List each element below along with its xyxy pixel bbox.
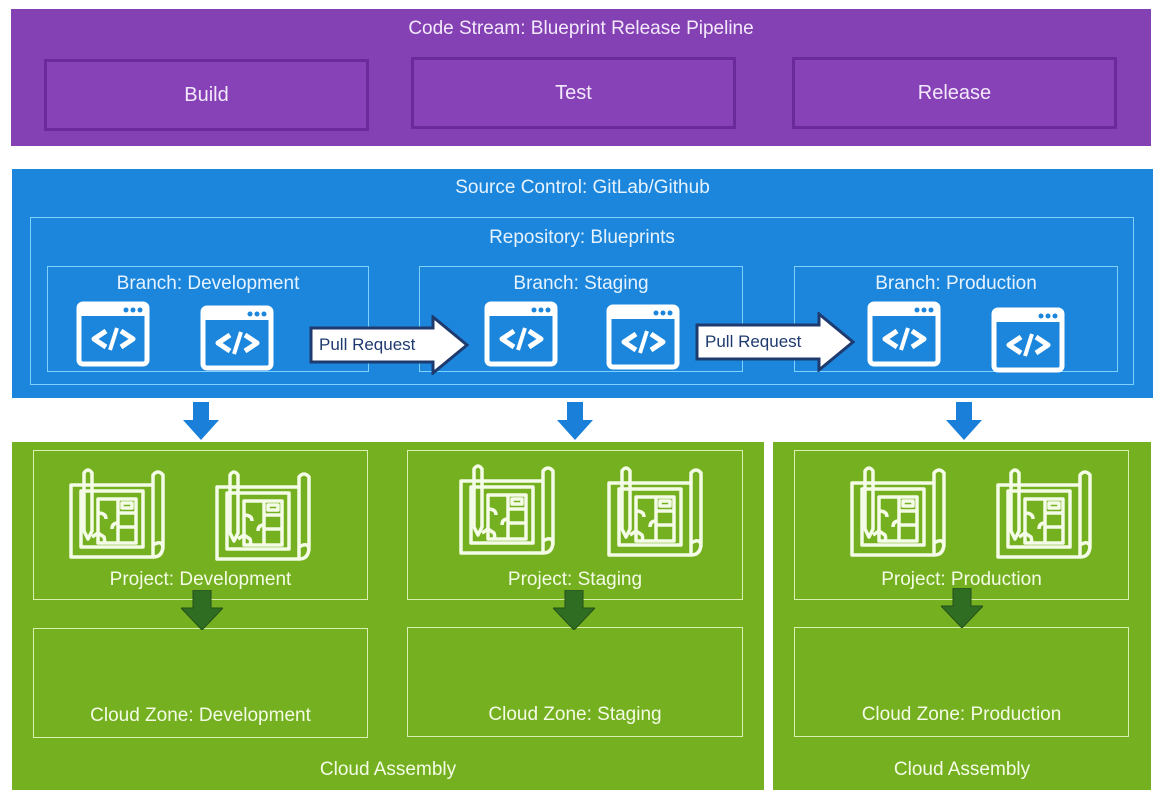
project-label: Project: Production: [881, 569, 1042, 590]
arrow-down-icon: [183, 402, 219, 440]
blueprint-icon: [212, 469, 316, 563]
cloud-zone-development[interactable]: Cloud Zone: Development: [33, 628, 368, 738]
pull-request-arrow[interactable]: Pull Request: [695, 312, 857, 372]
branch-label: Branch: Development: [116, 273, 300, 294]
repository-panel: Repository: Blueprints Branch: Developme…: [30, 217, 1134, 385]
stage-build-label: Build: [184, 83, 229, 106]
blueprint-icon: [993, 467, 1097, 561]
code-window-icon: [76, 301, 150, 367]
project-label: Project: Development: [109, 569, 292, 590]
branch-label: Branch: Staging: [513, 273, 649, 294]
cloud-zone-label: Cloud Zone: Development: [90, 705, 311, 726]
pull-request-label: Pull Request: [705, 332, 802, 351]
project-development[interactable]: Project: Development: [33, 450, 368, 600]
branch-production: Branch: Production: [794, 266, 1118, 372]
cloud-zone-staging[interactable]: Cloud Zone: Staging: [407, 627, 743, 737]
code-window-icon: [606, 304, 680, 370]
cloud-assembly-title: Cloud Assembly: [893, 759, 1031, 780]
repository-title: Repository: Blueprints: [489, 227, 675, 248]
branch-development: Branch: Development: [47, 266, 369, 372]
project-production[interactable]: Project: Production: [794, 450, 1129, 600]
arrow-down-icon: [941, 588, 983, 628]
code-window-icon: [991, 307, 1065, 373]
blueprint-icon: [604, 465, 708, 559]
stage-test[interactable]: Test: [411, 57, 736, 129]
pull-request-arrow[interactable]: Pull Request: [309, 315, 471, 375]
arrow-down-icon: [946, 402, 982, 440]
cloud-assembly-title: Cloud Assembly: [319, 759, 457, 780]
code-window-icon: [867, 301, 941, 367]
blueprint-icon: [847, 465, 951, 559]
stage-test-label: Test: [555, 81, 592, 104]
arrow-down-icon: [181, 590, 223, 630]
cloud-assembly-panel: Project: Production Cloud Zone: Producti…: [773, 442, 1151, 790]
stage-build[interactable]: Build: [44, 59, 369, 131]
code-stream-title: Code Stream: Blueprint Release Pipeline: [408, 18, 754, 39]
source-control-panel: Source Control: GitLab/Github Repository…: [12, 169, 1153, 398]
code-window-icon: [484, 301, 558, 367]
stage-release[interactable]: Release: [792, 57, 1117, 129]
blueprint-icon: [456, 463, 560, 557]
arrow-right-icon: [309, 315, 470, 375]
branch-label: Branch: Production: [875, 273, 1037, 294]
cloud-zone-label: Cloud Zone: Staging: [488, 704, 662, 725]
cloud-zone-production[interactable]: Cloud Zone: Production: [794, 627, 1129, 737]
arrow-right-icon: [695, 312, 856, 372]
arrow-down-icon: [553, 590, 595, 630]
project-label: Project: Staging: [507, 569, 643, 590]
code-window-icon: [200, 305, 274, 371]
cloud-assembly-panel: Project: Development Cloud Zone: Develop…: [12, 442, 764, 790]
pull-request-label: Pull Request: [319, 335, 416, 354]
arrow-down-icon: [557, 402, 593, 440]
code-stream-panel: Code Stream: Blueprint Release Pipeline …: [11, 9, 1151, 146]
source-control-title: Source Control: GitLab/Github: [455, 177, 710, 198]
cloud-zone-label: Cloud Zone: Production: [861, 704, 1062, 725]
blueprint-icon: [66, 467, 170, 561]
branch-staging: Branch: Staging: [419, 266, 743, 372]
project-staging[interactable]: Project: Staging: [407, 450, 743, 600]
stage-release-label: Release: [917, 81, 992, 104]
